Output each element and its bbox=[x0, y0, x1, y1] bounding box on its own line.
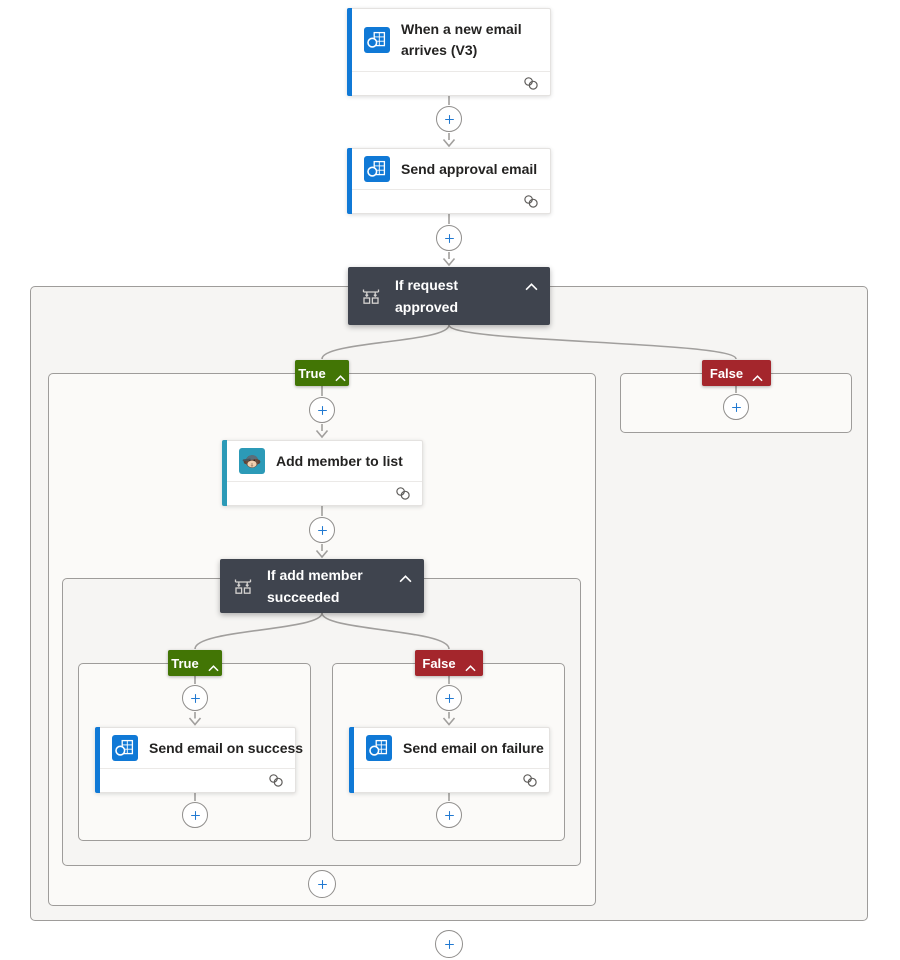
plus-icon bbox=[731, 402, 741, 412]
branch-badge-true[interactable]: True bbox=[295, 360, 349, 386]
branch-label: False bbox=[709, 365, 744, 381]
connection-icon bbox=[267, 773, 285, 788]
branch-label: True bbox=[298, 365, 326, 381]
card-accent-bar bbox=[95, 727, 100, 793]
plus-icon bbox=[444, 114, 454, 124]
branch-badge-true[interactable]: True bbox=[168, 650, 222, 676]
outlook-icon bbox=[366, 735, 392, 761]
trigger-card-when-new-email-arrives[interactable]: When a new email arrives (V3) bbox=[347, 8, 551, 96]
connection-icon bbox=[521, 773, 539, 788]
action-card-send-email-on-failure[interactable]: Send email on failure bbox=[349, 727, 550, 793]
chevron-up-icon[interactable] bbox=[399, 570, 412, 583]
plus-icon bbox=[190, 810, 200, 820]
card-accent-bar bbox=[347, 148, 352, 214]
insert-step-button[interactable] bbox=[435, 930, 463, 958]
insert-step-button[interactable] bbox=[436, 106, 462, 132]
card-accent-bar bbox=[349, 727, 354, 793]
plus-icon bbox=[317, 405, 327, 415]
chevron-up-icon bbox=[335, 370, 346, 381]
card-title: Send email on failure bbox=[403, 739, 544, 756]
outlook-icon bbox=[364, 156, 390, 182]
insert-step-button[interactable] bbox=[308, 870, 336, 898]
chevron-up-icon bbox=[208, 660, 219, 671]
insert-step-button[interactable] bbox=[309, 517, 335, 543]
insert-step-button[interactable] bbox=[182, 685, 208, 711]
outlook-icon bbox=[112, 735, 138, 761]
connection-icon bbox=[522, 76, 540, 91]
plus-icon bbox=[317, 525, 327, 535]
insert-step-button[interactable] bbox=[436, 802, 462, 828]
branch-label: False bbox=[422, 655, 456, 671]
insert-step-button[interactable] bbox=[309, 397, 335, 423]
plus-icon bbox=[190, 693, 200, 703]
outlook-icon bbox=[364, 27, 390, 53]
insert-step-button[interactable] bbox=[436, 225, 462, 251]
chevron-up-icon[interactable] bbox=[525, 278, 538, 291]
card-accent-bar bbox=[347, 8, 352, 96]
condition-card-if-request-approved[interactable]: If request approved bbox=[348, 267, 550, 325]
action-card-send-approval-email[interactable]: Send approval email bbox=[347, 148, 551, 214]
branch-label: True bbox=[171, 655, 199, 671]
chevron-up-icon bbox=[752, 370, 763, 381]
card-title: Send email on success bbox=[149, 739, 304, 756]
plus-icon bbox=[317, 879, 327, 889]
card-title: Add member to list bbox=[276, 452, 403, 469]
action-card-add-member-to-list[interactable]: Add member to list bbox=[222, 440, 423, 506]
mailchimp-icon bbox=[239, 448, 265, 474]
condition-branch-icon bbox=[360, 285, 382, 307]
condition-branch-icon bbox=[232, 575, 254, 597]
condition-card-if-add-member-succeeded[interactable]: If add member succeeded bbox=[220, 559, 424, 613]
plus-icon bbox=[444, 233, 454, 243]
card-title: Send approval email bbox=[401, 160, 538, 177]
connection-icon bbox=[522, 194, 540, 209]
insert-step-button[interactable] bbox=[436, 685, 462, 711]
plus-icon bbox=[444, 939, 454, 949]
plus-icon bbox=[444, 810, 454, 820]
card-title: When a new email arrives (V3) bbox=[401, 21, 522, 58]
branch-badge-false[interactable]: False bbox=[702, 360, 771, 386]
branch-badge-false[interactable]: False bbox=[415, 650, 483, 676]
action-card-send-email-on-success[interactable]: Send email on success bbox=[95, 727, 303, 793]
plus-icon bbox=[444, 693, 454, 703]
condition-title: If request approved bbox=[395, 276, 459, 315]
insert-step-button[interactable] bbox=[723, 394, 749, 420]
insert-step-button[interactable] bbox=[182, 802, 208, 828]
card-accent-bar bbox=[222, 440, 227, 506]
condition-title: If add member succeeded bbox=[267, 566, 363, 605]
chevron-up-icon bbox=[465, 660, 476, 671]
connection-icon bbox=[394, 486, 412, 501]
